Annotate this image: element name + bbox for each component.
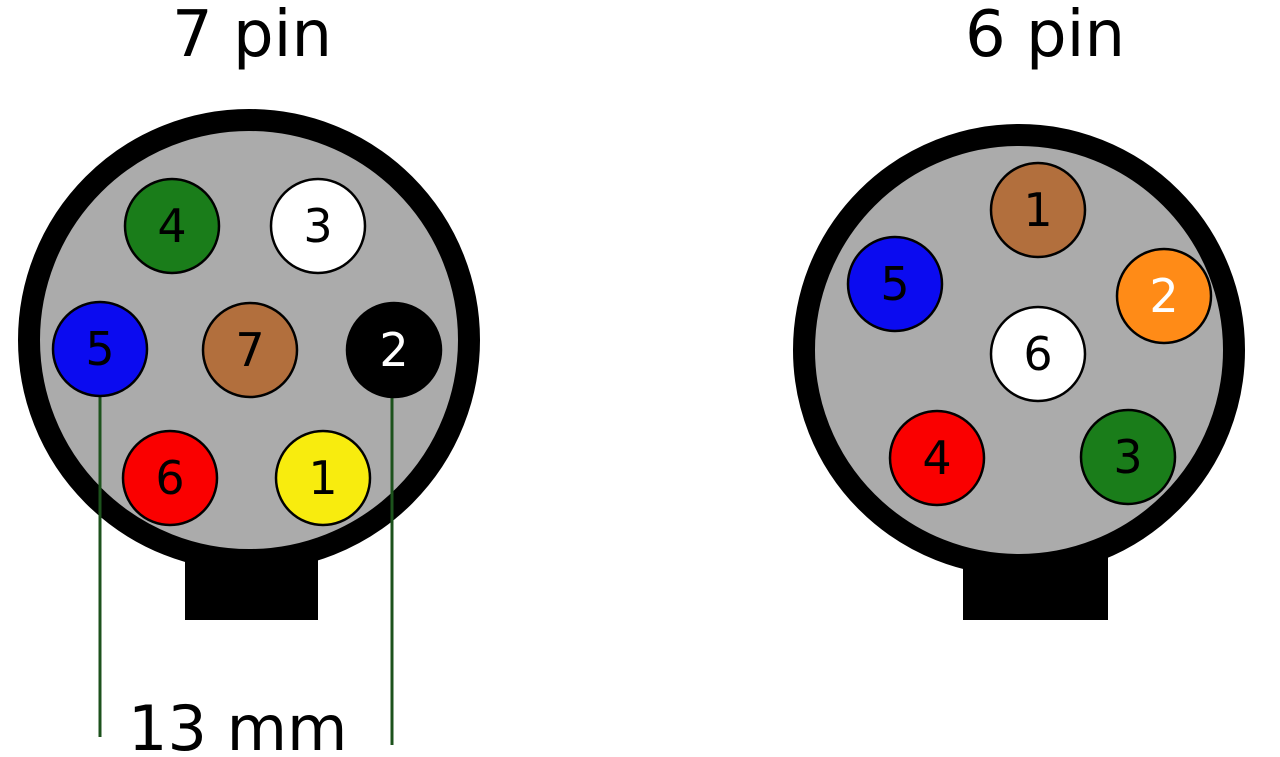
pin-circle bbox=[345, 301, 443, 399]
pin-circle bbox=[269, 177, 367, 275]
pin-circle bbox=[989, 161, 1087, 259]
pin-circle bbox=[201, 301, 299, 399]
pin-number-label: 4 bbox=[922, 431, 951, 485]
pin-circle bbox=[1115, 247, 1213, 345]
pin-7pin-2: 2 bbox=[345, 301, 443, 399]
pin-circle bbox=[274, 429, 372, 527]
pin-number-label: 3 bbox=[1113, 430, 1142, 484]
pin-circle bbox=[1079, 408, 1177, 506]
pin-number-label: 4 bbox=[157, 199, 186, 253]
pin-6pin-4: 4 bbox=[888, 409, 986, 507]
pin-number-label: 6 bbox=[1023, 327, 1052, 381]
pin-circle bbox=[846, 235, 944, 333]
pin-number-label: 2 bbox=[1149, 269, 1178, 323]
pin-number-label: 5 bbox=[85, 322, 114, 376]
pin-6pin-3: 3 bbox=[1079, 408, 1177, 506]
pin-circle bbox=[123, 177, 221, 275]
pin-number-label: 3 bbox=[303, 199, 332, 253]
pin-circle bbox=[888, 409, 986, 507]
pin-6pin-2: 2 bbox=[1115, 247, 1213, 345]
pin-7pin-5: 5 bbox=[51, 300, 149, 398]
diagram-title-6pin: 6 pin bbox=[964, 0, 1126, 72]
pin-number-label: 2 bbox=[379, 323, 408, 377]
diagram-title-7pin: 7 pin bbox=[171, 0, 333, 72]
measurement-label-13mm: 13 mm bbox=[128, 692, 348, 757]
pin-number-label: 1 bbox=[1023, 183, 1052, 237]
pin-number-label: 1 bbox=[308, 451, 337, 505]
pin-7pin-3: 3 bbox=[269, 177, 367, 275]
pin-7pin-7: 7 bbox=[201, 301, 299, 399]
pin-6pin-6: 6 bbox=[989, 305, 1087, 403]
pin-circle bbox=[121, 429, 219, 527]
pin-circle bbox=[51, 300, 149, 398]
pin-7pin-6: 6 bbox=[121, 429, 219, 527]
pin-number-label: 5 bbox=[880, 257, 909, 311]
pin-7pin-1: 1 bbox=[274, 429, 372, 527]
pin-circle bbox=[989, 305, 1087, 403]
pin-7pin-4: 4 bbox=[123, 177, 221, 275]
pin-6pin-1: 1 bbox=[989, 161, 1087, 259]
pin-number-label: 7 bbox=[235, 323, 264, 377]
pin-number-label: 6 bbox=[155, 451, 184, 505]
pin-6pin-5: 5 bbox=[846, 235, 944, 333]
